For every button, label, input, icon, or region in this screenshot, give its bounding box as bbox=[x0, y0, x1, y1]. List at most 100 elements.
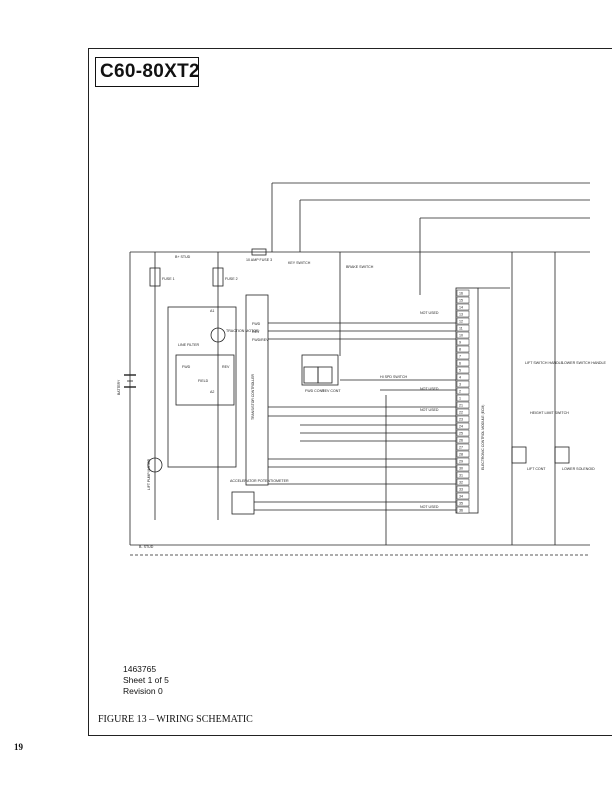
ecm-pin-box bbox=[456, 352, 470, 360]
label-fwd-cont: FWD CONT bbox=[305, 389, 325, 393]
ecm-pin-box bbox=[456, 331, 470, 339]
document-info: 1463765 Sheet 1 of 5 Revision 0 bbox=[123, 664, 169, 697]
ecm-pin-box bbox=[456, 499, 470, 507]
ecm-pin-label: 31 bbox=[459, 474, 463, 478]
ecm-pin-label: 36 bbox=[459, 509, 463, 513]
ecm-pin-column: 1615141312111098765432121222324252627282… bbox=[456, 289, 470, 514]
ecm-pin-label: 24 bbox=[459, 425, 463, 429]
label-lift-switch: LIFT SWITCH HANDLE bbox=[525, 361, 564, 365]
ecm-pin-box bbox=[456, 485, 470, 493]
transistor-controller-box bbox=[245, 294, 269, 486]
ecm-pin-label: 2 bbox=[459, 390, 461, 394]
controller-box bbox=[167, 306, 237, 468]
ecm-pin-box bbox=[456, 436, 470, 444]
label-not-used-1: NOT USED bbox=[420, 311, 439, 315]
ecm-pin-box bbox=[456, 289, 470, 297]
ecm-pin-label: 33 bbox=[459, 488, 463, 492]
ecm-pin-box bbox=[456, 373, 470, 381]
ecm-pin-label: 32 bbox=[459, 481, 463, 485]
ecm-pin-box bbox=[456, 296, 470, 304]
label-fuse-10a: 10 AMP FUSE 3 bbox=[246, 258, 272, 262]
label-transistor-controller: TRANSISTOR CONTROLLER bbox=[251, 374, 255, 420]
ecm-pin-box bbox=[456, 366, 470, 374]
label-fwd-rev: FWD/REV bbox=[252, 338, 269, 342]
ecm-pin-box bbox=[456, 359, 470, 367]
ecm-pin-box bbox=[456, 471, 470, 479]
rev-cont-coil bbox=[317, 366, 333, 384]
fuse-1-body bbox=[149, 267, 161, 287]
ecm-pin-box bbox=[456, 429, 470, 437]
ecm-pin-box bbox=[456, 443, 470, 451]
ecm-pin-box bbox=[456, 324, 470, 332]
ecm-pin-label: 10 bbox=[459, 334, 463, 338]
label-traction-motor: TRACTION MOTOR bbox=[226, 329, 259, 333]
ecm-pin-label: 26 bbox=[459, 439, 463, 443]
label-accelerator: ACCELERATOR POTENTIOMETER bbox=[230, 479, 289, 483]
label-height-limit: HEIGHT LIMIT SWITCH bbox=[530, 411, 569, 415]
label-fwd-in: FWD bbox=[252, 322, 261, 326]
label-b-stud: B+ STUD bbox=[175, 255, 191, 259]
figure-caption: FIGURE 13 – WIRING SCHEMATIC bbox=[98, 714, 253, 725]
diagram-frame bbox=[88, 48, 612, 736]
ecm-pin-box bbox=[456, 408, 470, 416]
ecm-pin-box bbox=[456, 317, 470, 325]
revision: Revision 0 bbox=[123, 686, 163, 696]
model-title: C60-80XT2 bbox=[100, 61, 200, 82]
ecm-pin-label: 25 bbox=[459, 432, 463, 436]
label-a2: A2 bbox=[210, 390, 214, 394]
label-fuse-1: FUSE 1 bbox=[162, 277, 175, 281]
ecm-pin-box bbox=[456, 450, 470, 458]
fuse-2-body bbox=[212, 267, 224, 287]
label-lift-pump-motor: LIFT PUMP MOTOR bbox=[147, 458, 151, 490]
accelerator-box bbox=[231, 491, 255, 515]
ecm-pin-label: 15 bbox=[459, 299, 463, 303]
ecm-pin-box bbox=[456, 464, 470, 472]
ecm-pin-label: 35 bbox=[459, 502, 463, 506]
ecm-pin-label: 16 bbox=[459, 292, 463, 296]
fuse-10a-body bbox=[251, 248, 267, 256]
sheet-number: Sheet 1 of 5 bbox=[123, 675, 169, 685]
ecm-pin-label: 6 bbox=[459, 362, 461, 366]
ecm-pin-label: 4 bbox=[459, 376, 461, 380]
lift-cont-coil bbox=[511, 446, 527, 464]
traction-motor-symbol bbox=[210, 327, 226, 343]
ecm-pin-label: 7 bbox=[459, 355, 461, 359]
ecm-pin-label: 14 bbox=[459, 306, 463, 310]
label-rev-left: REV bbox=[222, 365, 230, 369]
label-hi-spd-switch: HI SPD SWITCH bbox=[380, 375, 408, 379]
ecm-pin-box bbox=[456, 310, 470, 318]
label-key-switch: KEY SWITCH bbox=[288, 261, 311, 265]
model-box bbox=[95, 57, 199, 87]
part-number: 1463765 bbox=[123, 664, 157, 674]
label-lower-switch: LOWER SWITCH HANDLE bbox=[562, 361, 607, 365]
ecm-pin-box bbox=[456, 338, 470, 346]
page-number: 19 bbox=[14, 742, 23, 752]
ecm-pin-label: 21 bbox=[459, 404, 463, 408]
label-rev-in: REV bbox=[252, 330, 260, 334]
ecm-pin-box bbox=[456, 345, 470, 353]
label-brake-switch: BRAKE SWITCH bbox=[346, 265, 374, 269]
ecm-pin-box bbox=[456, 401, 470, 409]
label-not-used-4: NOT USED bbox=[420, 505, 439, 509]
label-fuse-2: FUSE 2 bbox=[225, 277, 238, 281]
ecm-pin-box bbox=[456, 422, 470, 430]
ecm-pin-label: 9 bbox=[459, 341, 461, 345]
ecm-pin-box bbox=[456, 506, 470, 514]
ecm-pin-box bbox=[456, 380, 470, 388]
ecm-pin-label: 12 bbox=[459, 320, 463, 324]
ecm-pin-box bbox=[456, 492, 470, 500]
label-battery: BATTERY bbox=[117, 379, 121, 395]
ecm-pin-label: 11 bbox=[459, 327, 463, 331]
ecm-pin-label: 34 bbox=[459, 495, 463, 499]
label-not-used-3: NOT USED bbox=[420, 408, 439, 412]
label-field: FIELD bbox=[198, 379, 209, 383]
ecm-pin-box bbox=[456, 478, 470, 486]
ecm-pin-box bbox=[456, 457, 470, 465]
label-rev-cont: REV CONT bbox=[322, 389, 341, 393]
label-b-minus: B- STUD bbox=[139, 545, 154, 549]
label-lift-cont: LIFT CONT bbox=[527, 467, 546, 471]
ecm-pin-label: 5 bbox=[459, 369, 461, 373]
label-fwd-left: FWD bbox=[182, 365, 191, 369]
ecm-pin-box bbox=[456, 303, 470, 311]
